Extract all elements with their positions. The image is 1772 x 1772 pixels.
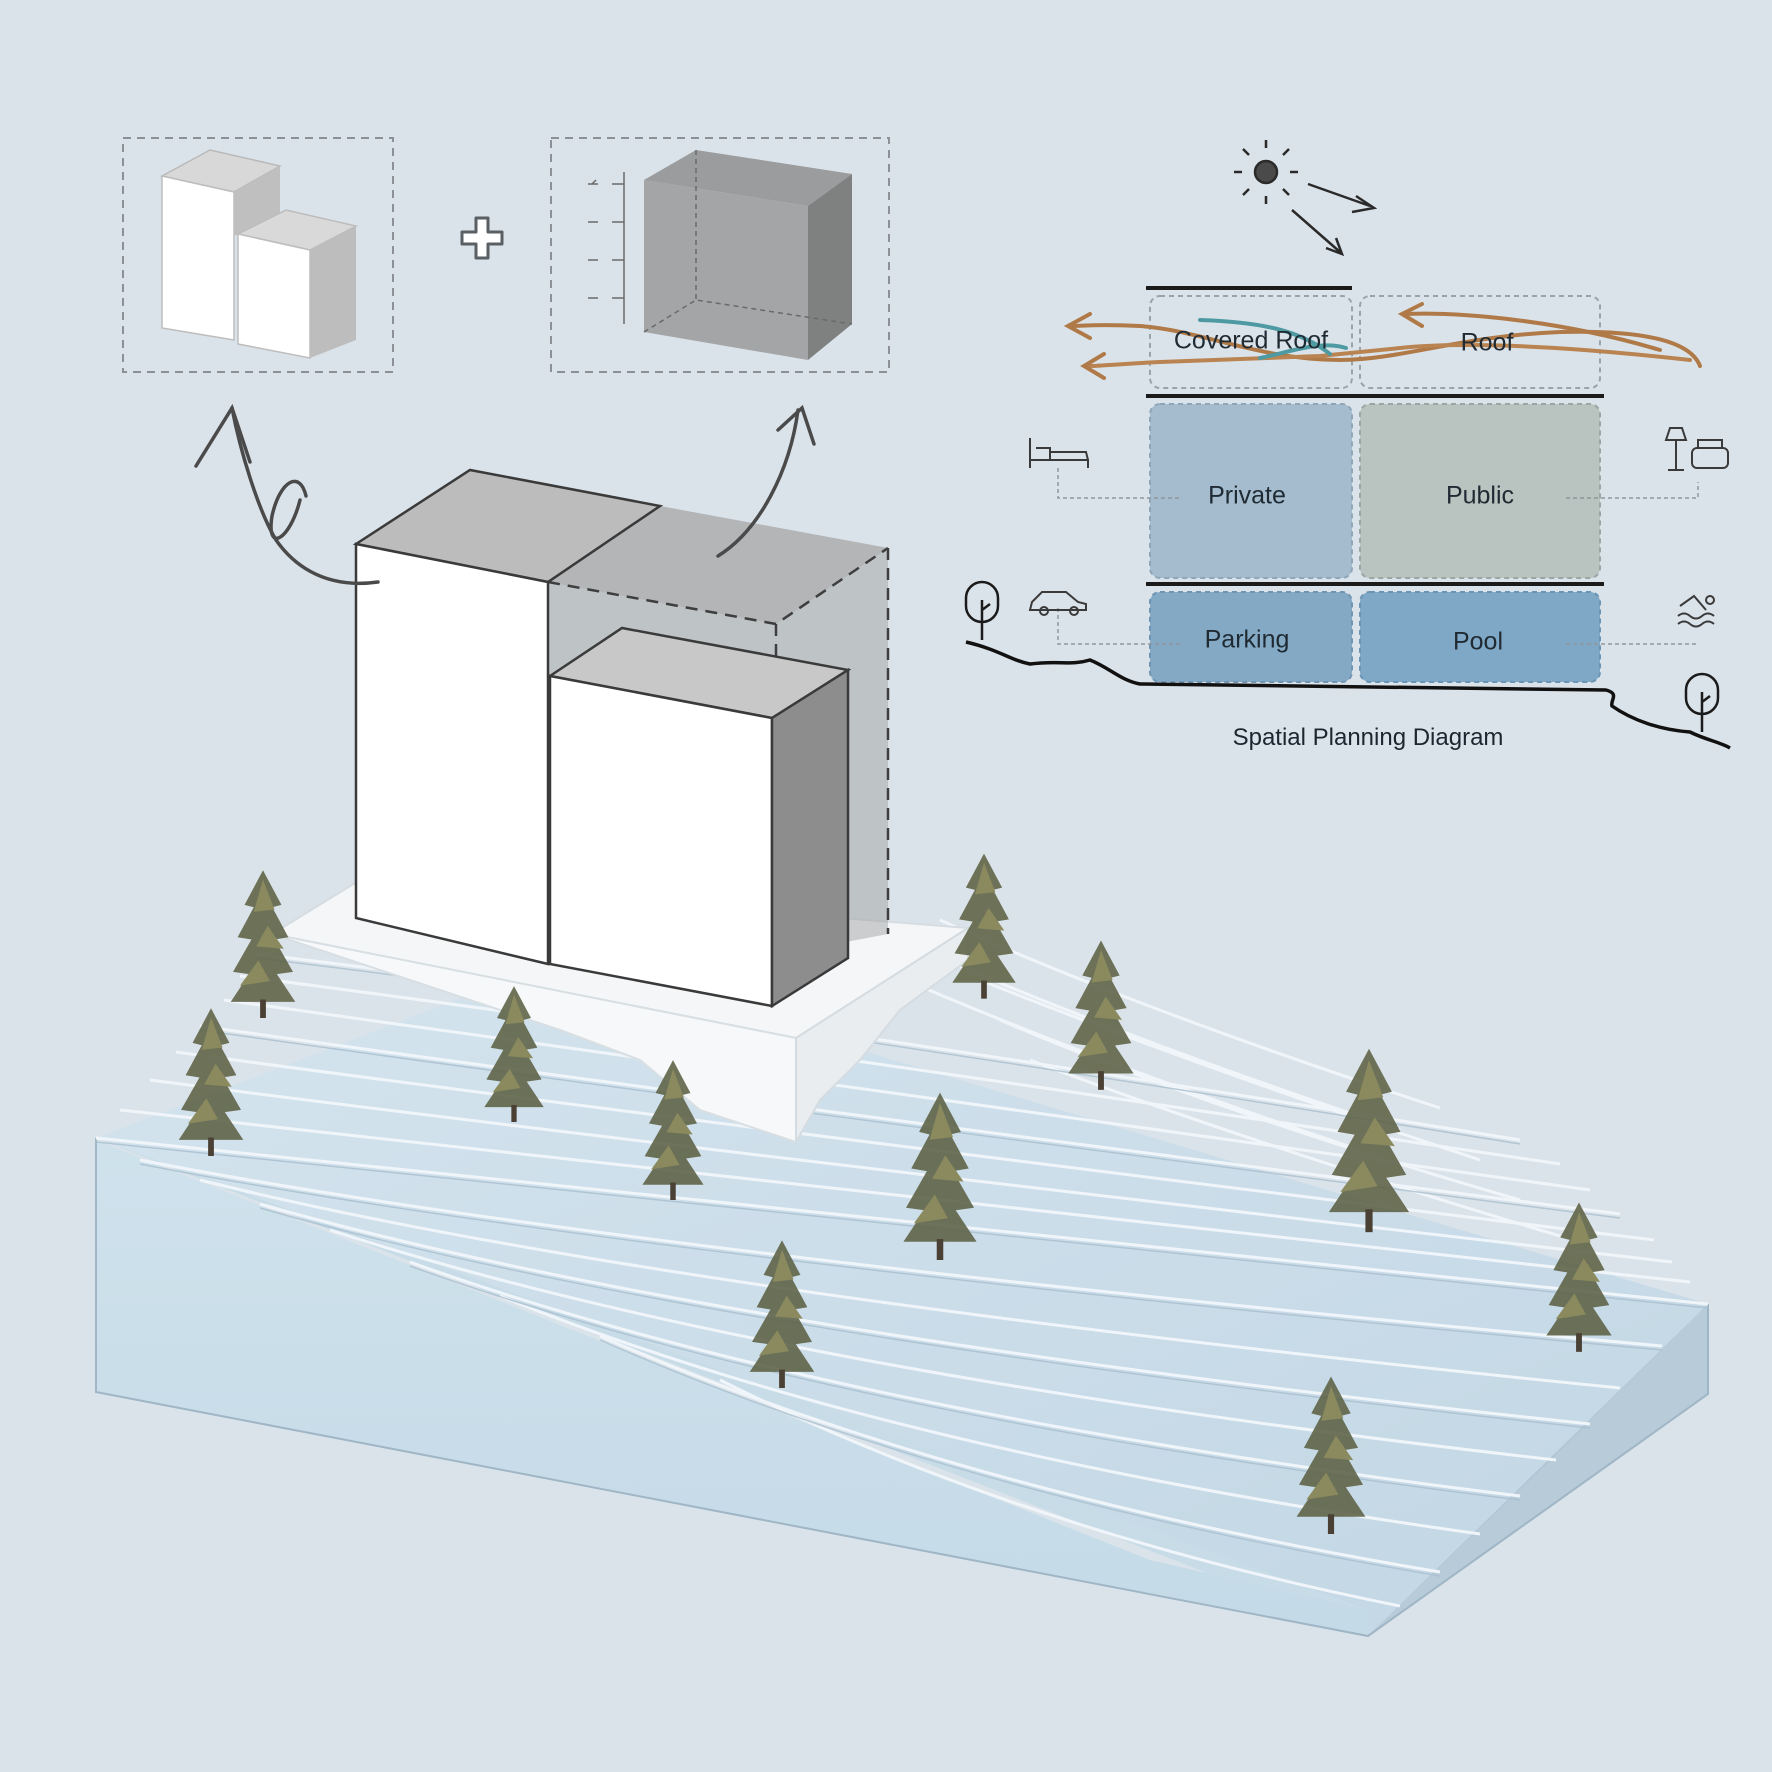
sun-icon	[1234, 140, 1298, 204]
zone-covered-roof	[1149, 295, 1353, 389]
zone-public	[1359, 403, 1601, 579]
label-parking: Parking	[1204, 625, 1290, 654]
label-pool: Pool	[1452, 627, 1504, 656]
wind-arrows	[1063, 302, 1702, 380]
zone-parking	[1149, 591, 1353, 683]
concept-box-solid-massing	[122, 137, 394, 373]
concept-arrows	[194, 403, 816, 585]
ground-line	[965, 640, 1731, 750]
sunlight-arrows	[1291, 182, 1378, 257]
label-covered-roof: Covered Roof	[1173, 326, 1329, 355]
swimming-icon	[1677, 594, 1715, 628]
bed-icon	[1029, 438, 1089, 468]
zone-private	[1149, 403, 1353, 579]
zone-pool	[1359, 591, 1601, 683]
label-public: Public	[1445, 481, 1515, 510]
label-private: Private	[1208, 481, 1286, 510]
zone-roof	[1359, 295, 1601, 389]
leader-lines	[1057, 468, 1699, 645]
tree-symbol-left	[964, 580, 1000, 642]
lamp-sofa-icon	[1664, 427, 1729, 471]
spatial-planning-diagram	[964, 140, 1731, 750]
label-roof: Roof	[1460, 328, 1514, 357]
tree-symbol-right	[1684, 672, 1720, 734]
diagram-caption: Spatial Planning Diagram	[1232, 724, 1504, 751]
car-icon	[1028, 591, 1087, 616]
terrain-site	[95, 918, 1709, 1638]
concept-box-void-volume	[550, 137, 890, 373]
building-massing	[352, 468, 890, 1009]
plus-icon	[460, 216, 504, 260]
